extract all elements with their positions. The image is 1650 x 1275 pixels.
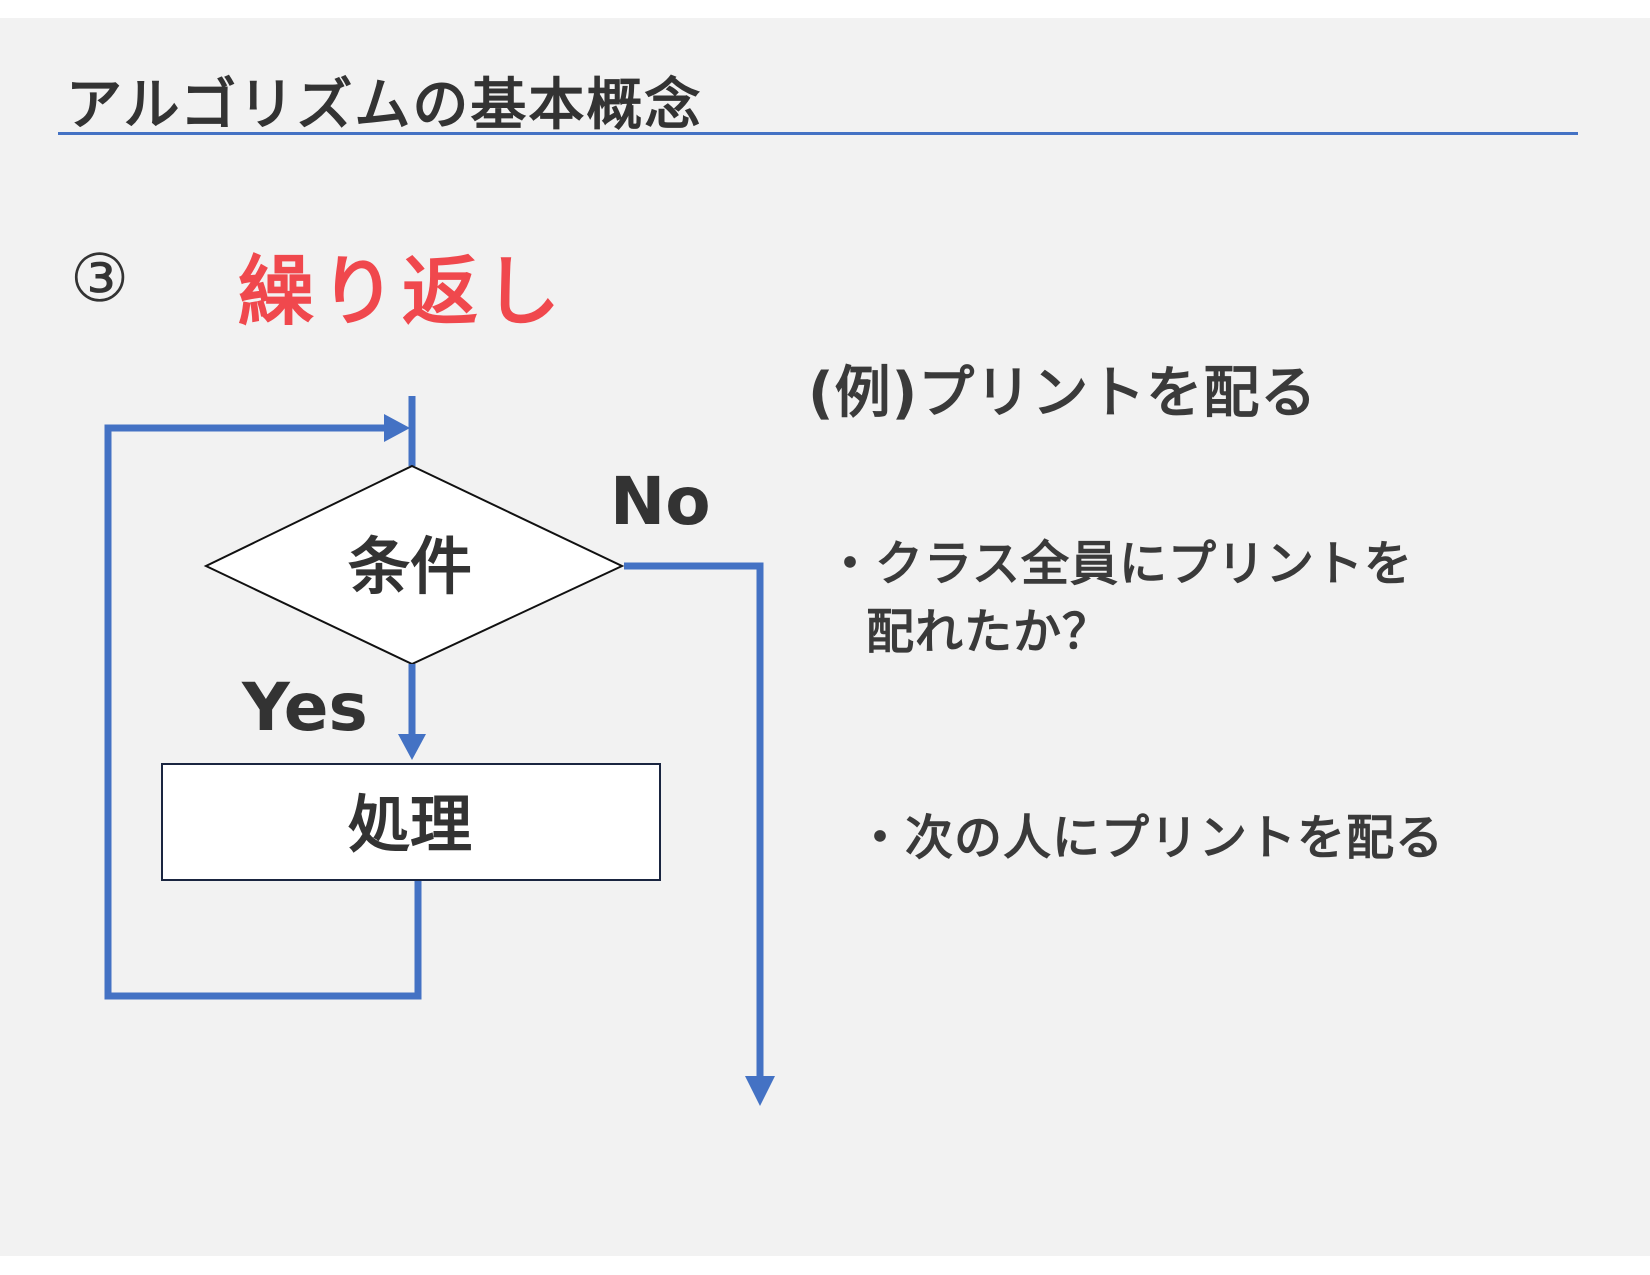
section-number: ③ xyxy=(70,240,130,317)
yes-label: Yes xyxy=(241,669,368,746)
section-heading: 繰り返し xyxy=(238,247,566,336)
bullet-condition-line-1: ・クラス全員にプリントを xyxy=(826,536,1414,592)
no-arrowhead xyxy=(745,1076,775,1106)
no-line xyxy=(624,562,764,1078)
process-label: 処理 xyxy=(348,788,472,861)
example-title: (例)プリントを配る xyxy=(808,361,1318,426)
loop-back-line xyxy=(104,424,422,1000)
bullet-condition: ・クラス全員にプリントを 配れたか？ xyxy=(826,530,1506,666)
loop-back-arrowhead xyxy=(384,414,410,442)
bullet-condition-line-2: 配れたか？ xyxy=(866,604,1112,660)
slide: アルゴリズムの基本概念 ③ 繰り返し (例)プリントを配る ・クラス全員にプリン… xyxy=(0,18,1650,1256)
no-label: No xyxy=(610,463,711,540)
title-underline xyxy=(58,132,1578,135)
process-box xyxy=(161,763,661,881)
condition-label: 条件 xyxy=(348,530,472,603)
bullet-process: ・次の人にプリントを配る xyxy=(856,810,1445,866)
page-title: アルゴリズムの基本概念 xyxy=(66,73,703,138)
yes-arrowhead xyxy=(398,734,426,760)
